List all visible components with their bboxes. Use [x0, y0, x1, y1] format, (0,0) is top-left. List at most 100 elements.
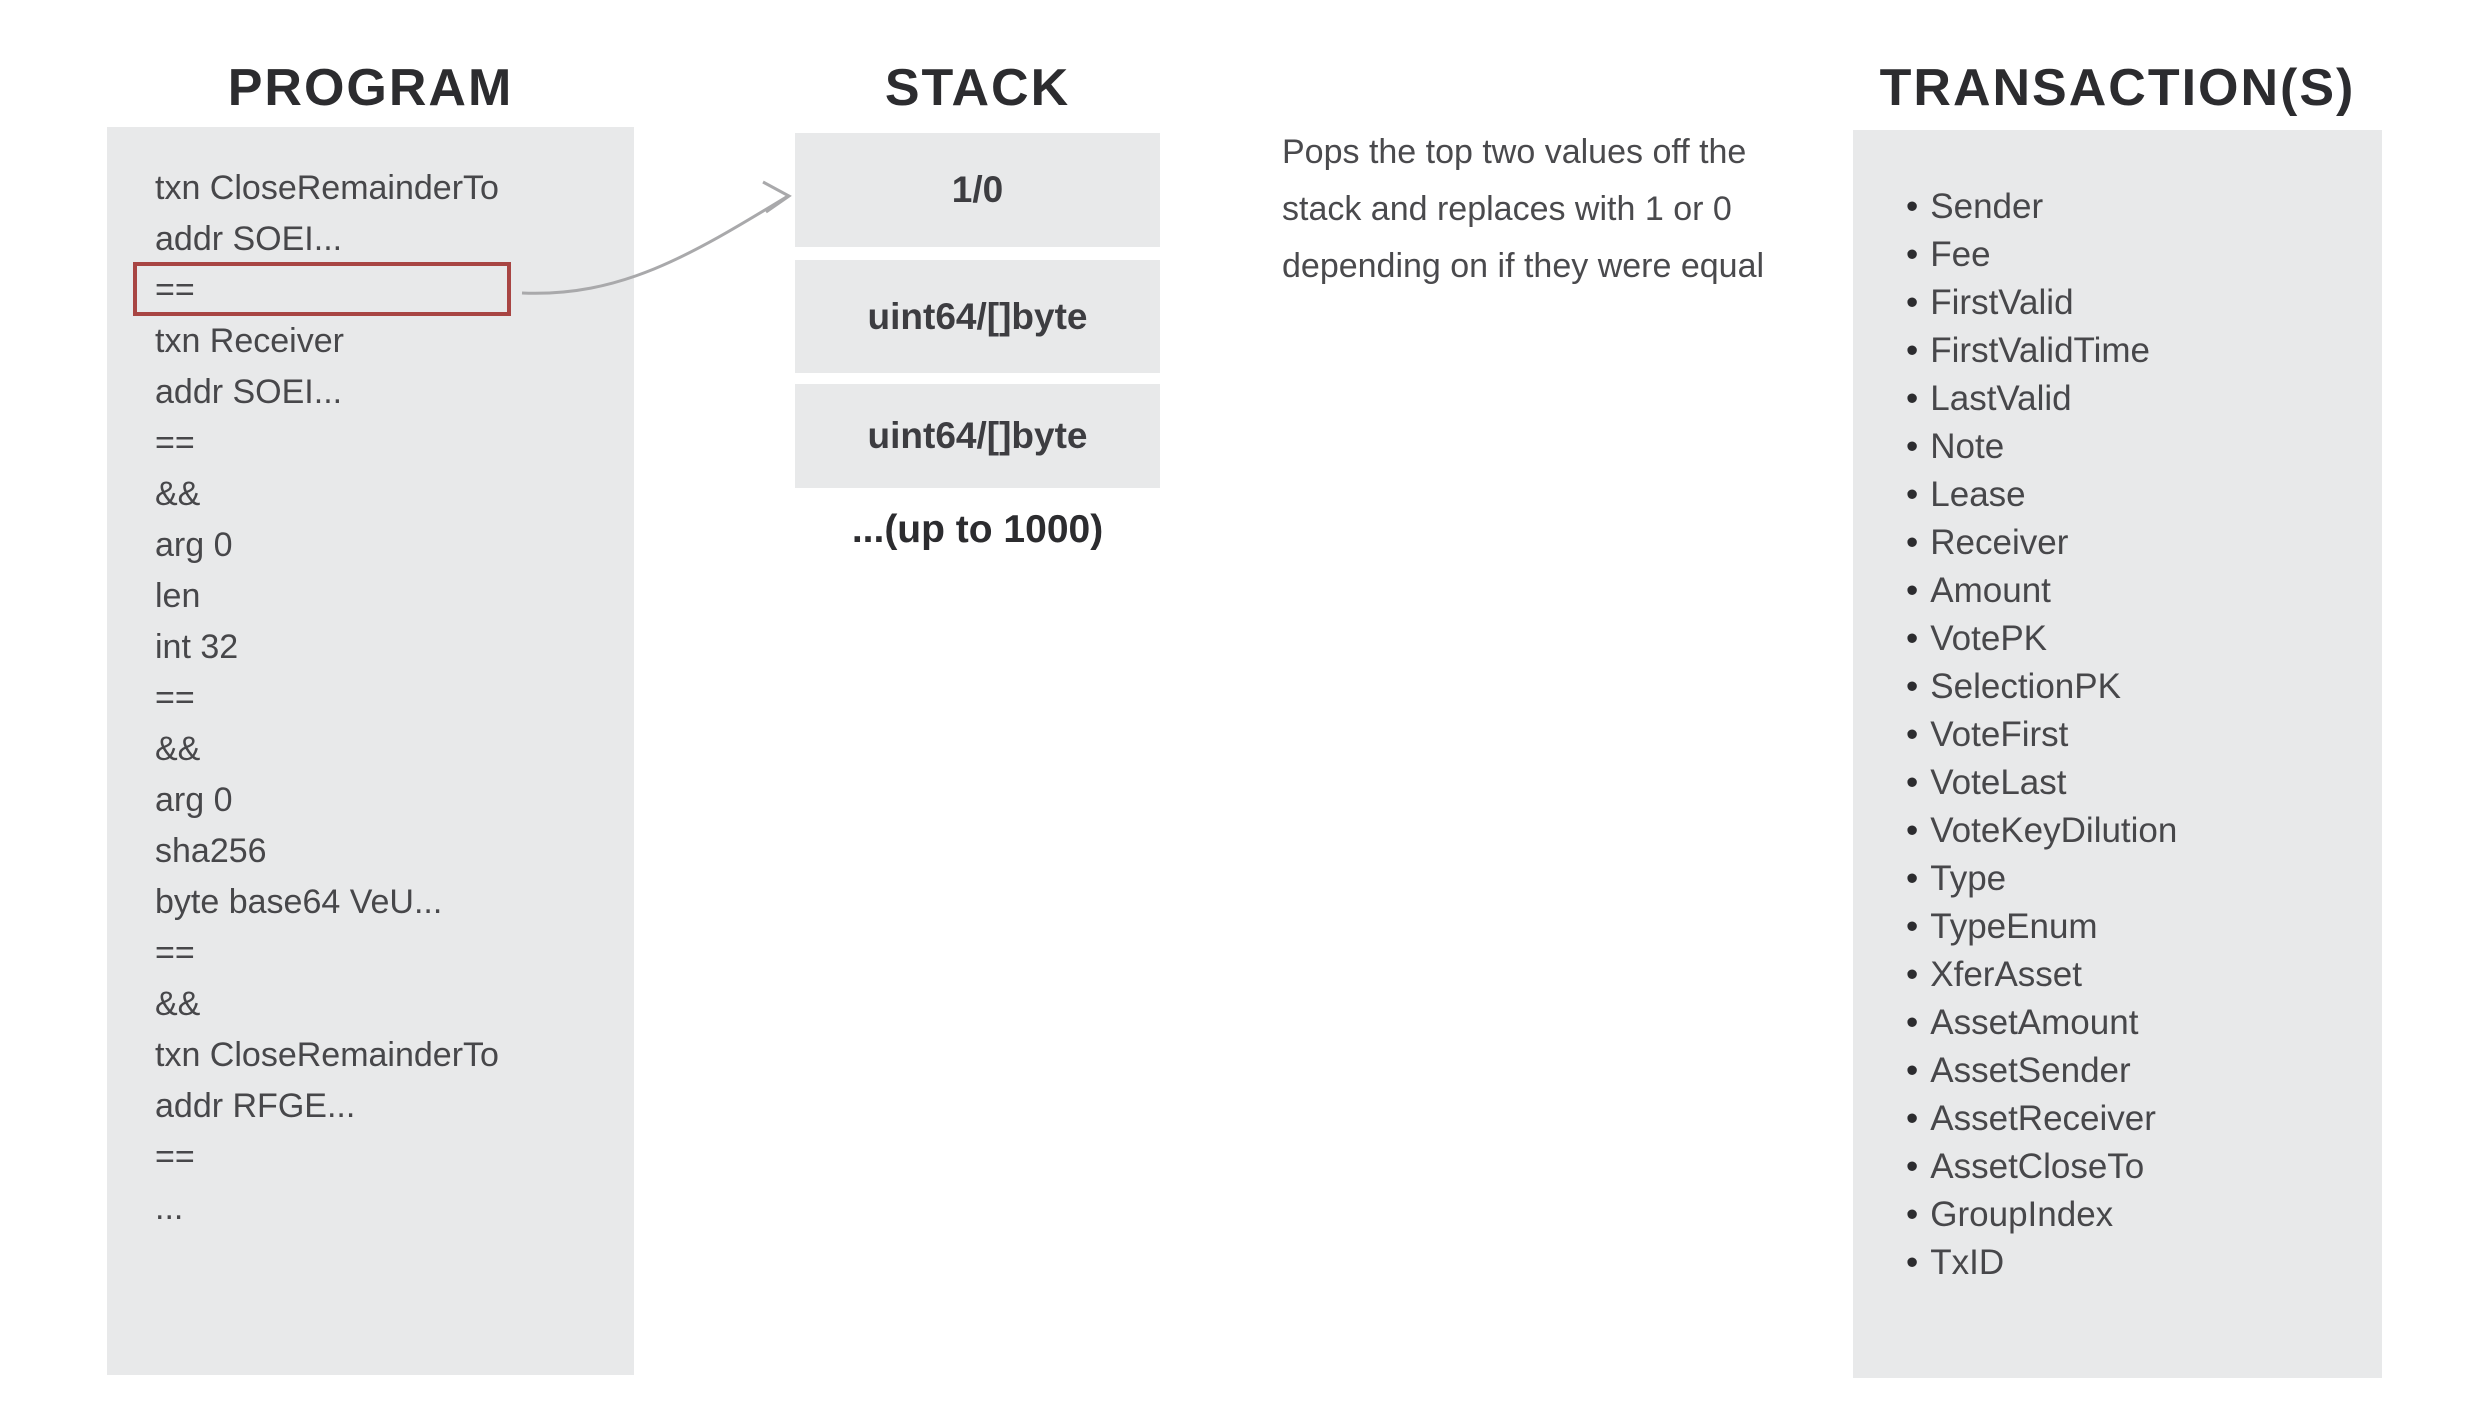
bullet-icon: • — [1906, 619, 1919, 658]
code-line: len — [155, 577, 201, 615]
transaction-field-label: TypeEnum — [1930, 907, 2098, 946]
bullet-icon: • — [1906, 1003, 1919, 1042]
transaction-field-label: AssetCloseTo — [1930, 1147, 2145, 1186]
transactions-panel — [1853, 130, 2382, 1378]
transaction-field: •TypeEnum — [1906, 903, 2346, 951]
bullet-icon: • — [1906, 715, 1919, 754]
transaction-field: • VoteFirst — [1906, 711, 2346, 759]
transaction-field: • SelectionPK — [1906, 663, 2346, 711]
code-line: && — [155, 475, 201, 513]
bullet-icon: • — [1906, 283, 1919, 322]
bullet-icon: • — [1906, 1147, 1919, 1186]
bullet-icon: • — [1906, 379, 1919, 418]
transaction-field-label: LastValid — [1930, 379, 2072, 418]
transaction-field-label: GroupIndex — [1930, 1195, 2114, 1234]
transaction-field-label: Lease — [1930, 475, 2026, 514]
bullet-icon: • — [1906, 1195, 1919, 1234]
code-line: txn CloseRemainderTo — [155, 1036, 499, 1074]
transaction-field-label: Fee — [1930, 235, 1991, 274]
code-line: addr RFGE... — [155, 1087, 356, 1125]
code-line: == — [155, 934, 195, 972]
transaction-field: • AssetAmount — [1906, 999, 2346, 1047]
transactions-column-title: TRANSACTION(S) — [1879, 59, 2356, 117]
stack-capacity-label: ...(up to 1000) — [851, 508, 1104, 551]
bullet-icon: • — [1906, 571, 1919, 610]
code-line: && — [155, 985, 201, 1023]
transaction-field: • Amount — [1906, 567, 2346, 615]
bullet-icon: • — [1906, 235, 1919, 274]
transaction-field: • TxID — [1906, 1239, 2346, 1287]
transaction-field-label: Type — [1930, 859, 2007, 898]
code-line: addr SOEI... — [155, 373, 343, 411]
code-line: ... — [155, 1189, 184, 1227]
bullet-icon: • — [1906, 859, 1919, 898]
transaction-field-label: AssetSender — [1930, 1051, 2131, 1090]
transaction-field-label: VoteLast — [1930, 763, 2067, 802]
transaction-field: • Fee — [1906, 231, 2346, 279]
transaction-field: • FirstValidTime — [1906, 327, 2346, 375]
transaction-field-label: Sender — [1930, 187, 2044, 226]
transaction-field-label: Note — [1930, 427, 2005, 466]
description-line: stack and replaces with 1 or 0 — [1282, 190, 1732, 228]
transaction-field: •VoteKeyDilution — [1906, 807, 2346, 855]
bullet-icon: • — [1906, 955, 1919, 994]
code-line: arg 0 — [155, 781, 233, 819]
code-line: == — [155, 424, 195, 462]
transaction-field-label: FirstValidTime — [1930, 331, 2151, 370]
program-column-title: PROGRAM — [227, 59, 514, 117]
transaction-field: • Sender — [1906, 183, 2346, 231]
bullet-icon: • — [1906, 763, 1919, 802]
bullet-icon: • — [1906, 331, 1919, 370]
stack-slot-value: 1/0 — [951, 169, 1004, 210]
transaction-field: • VotePK — [1906, 615, 2346, 663]
transaction-field: • AssetCloseTo — [1906, 1143, 2346, 1191]
transaction-field: • AssetSender — [1906, 1047, 2346, 1095]
transaction-field: • AssetReceiver — [1906, 1095, 2346, 1143]
transaction-field-label: Receiver — [1930, 523, 2069, 562]
transaction-field: • LastValid — [1906, 375, 2346, 423]
description-line: depending on if they were equal — [1282, 247, 1765, 285]
transaction-field: • Receiver — [1906, 519, 2346, 567]
transaction-fields-list: • Sender • Fee • FirstValid • FirstValidTime… — [1906, 183, 2346, 1287]
code-line: == — [155, 1138, 195, 1176]
bullet-icon: • — [1906, 523, 1919, 562]
transaction-field-label: TxID — [1930, 1243, 2005, 1282]
stack-slot-top: 1/0 — [795, 133, 1160, 247]
code-line: addr SOEI... — [155, 220, 343, 258]
stack-slot: uint64/[]byte — [795, 384, 1160, 488]
code-line: txn Receiver — [155, 322, 344, 360]
transaction-field-label: XferAsset — [1930, 955, 2082, 994]
code-line: int 32 — [155, 628, 239, 666]
stack-slot-value: uint64/[]byte — [867, 415, 1088, 456]
transaction-field-label: FirstValid — [1930, 283, 2074, 322]
transaction-field: • FirstValid — [1906, 279, 2346, 327]
bullet-icon: • — [1906, 427, 1919, 466]
transaction-field-label: VoteKeyDilution — [1930, 811, 2178, 850]
transaction-field-label: VoteFirst — [1930, 715, 2069, 754]
transaction-field-label: VotePK — [1930, 619, 2048, 658]
transaction-field-label: Amount — [1930, 571, 2051, 610]
bullet-icon: • — [1906, 1243, 1919, 1282]
transaction-field: • Type — [1906, 855, 2346, 903]
code-line: == — [155, 679, 195, 717]
description-line: Pops the top two values off the — [1282, 133, 1747, 171]
transaction-field: • Lease — [1906, 471, 2346, 519]
bullet-icon: • — [1906, 1051, 1919, 1090]
program-code-list: txn CloseRemainderTo addr SOEI... == txn… — [155, 163, 615, 1234]
stack-column-title: STACK — [884, 59, 1071, 117]
stack-slot-value: uint64/[]byte — [867, 295, 1088, 337]
code-line-highlighted: == — [155, 271, 195, 309]
transaction-field-label: AssetAmount — [1930, 1003, 2139, 1042]
transaction-field-label: AssetReceiver — [1930, 1099, 2156, 1138]
bullet-icon: • — [1906, 1099, 1919, 1138]
transaction-field: • GroupIndex — [1906, 1191, 2346, 1239]
transaction-field: • XferAsset — [1906, 951, 2346, 999]
bullet-icon: • — [1906, 475, 1919, 514]
code-line: txn CloseRemainderTo — [155, 169, 499, 207]
bullet-icon: • — [1906, 667, 1919, 706]
arrow-icon — [521, 180, 792, 295]
transaction-field-label: SelectionPK — [1930, 667, 2121, 706]
bullet-icon: • — [1906, 187, 1919, 226]
opcode-description: Pops the top two values off the stack an… — [1282, 124, 1862, 295]
